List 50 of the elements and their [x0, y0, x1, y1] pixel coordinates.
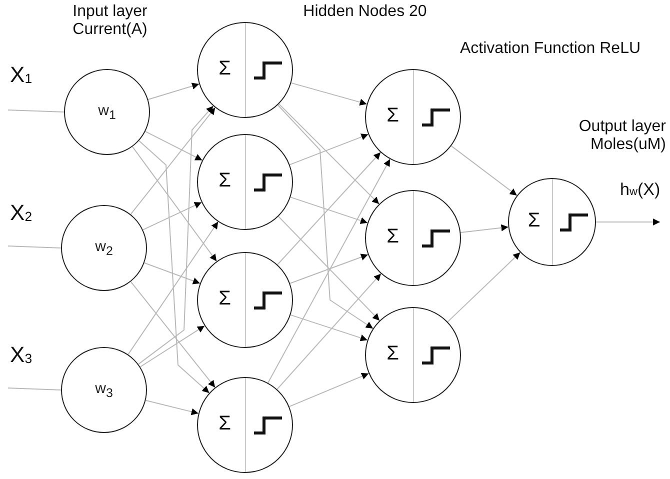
arrow	[144, 130, 203, 161]
sum-symbol: Σ	[386, 104, 400, 128]
arrow	[288, 372, 370, 408]
layer-label: Output layer Moles(uM)	[578, 118, 666, 155]
arrow	[277, 104, 374, 329]
arrow	[447, 252, 521, 322]
arrow	[290, 314, 368, 342]
weight-label: w$_{3}$	[95, 380, 113, 400]
sum-symbol: Σ	[218, 412, 232, 436]
sum-symbol: Σ	[528, 209, 540, 232]
arrow	[290, 254, 368, 284]
arrow	[289, 134, 369, 166]
sum-symbol: Σ	[218, 57, 232, 80]
arrow	[144, 262, 200, 284]
arrow	[145, 400, 199, 416]
input-variable-label: X$_{2}$	[10, 200, 34, 226]
arrow	[148, 82, 200, 100]
layer-label: Activation Function ReLU	[460, 40, 642, 58]
arrow	[596, 218, 660, 226]
arrow	[138, 140, 210, 394]
input-variable-label: X$_{3}$	[10, 342, 34, 368]
weight-label: w$_{2}$	[95, 238, 113, 258]
arrow	[450, 145, 518, 196]
arrow	[140, 325, 206, 368]
arrow	[278, 103, 380, 205]
arrow	[138, 105, 214, 365]
arrow	[276, 152, 382, 266]
arrow	[278, 216, 380, 322]
arrow	[128, 221, 219, 355]
weight-label: w$_{1}$	[98, 102, 116, 122]
layer-label: Input layer Current(A)	[72, 3, 148, 40]
arrow	[267, 158, 391, 384]
sum-symbol: Σ	[386, 342, 400, 366]
arrow	[142, 202, 202, 230]
arrow	[130, 281, 216, 388]
connector-line	[8, 388, 62, 390]
arrow	[276, 273, 382, 390]
input-variable-label: X$_{1}$	[10, 62, 34, 88]
connector-line	[8, 110, 64, 112]
neuron-circle	[197, 252, 293, 348]
layer-label: Hidden Nodes 20	[302, 3, 428, 22]
arrow	[130, 107, 216, 215]
arrow	[290, 82, 368, 106]
arrow	[290, 196, 368, 224]
arrow	[460, 224, 509, 233]
arrow	[132, 146, 218, 262]
sum-symbol: Σ	[218, 287, 232, 310]
sum-symbol: Σ	[386, 225, 400, 248]
sum-symbol: Σ	[218, 169, 232, 192]
connector-line	[8, 246, 62, 248]
